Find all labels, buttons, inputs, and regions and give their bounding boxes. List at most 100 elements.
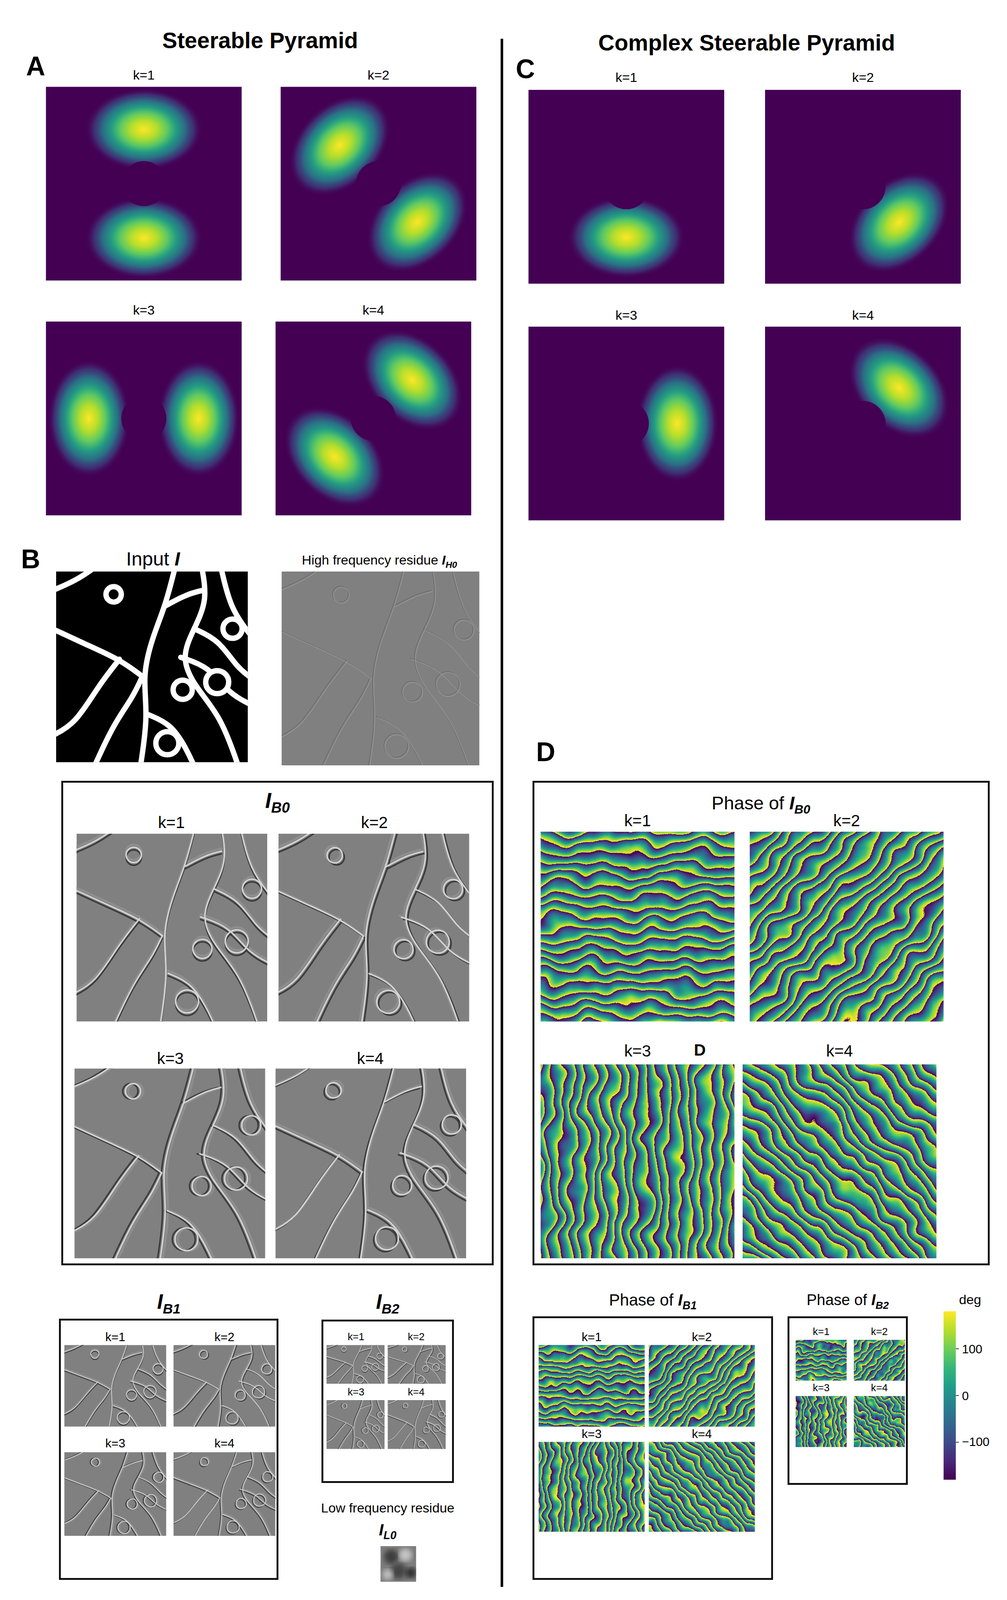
image-background [387, 1344, 446, 1384]
subscript: B0 [794, 802, 811, 817]
section-title: Steerable Pyramid [162, 28, 358, 54]
network-curve [108, 1451, 127, 1536]
network-loop [226, 1520, 240, 1533]
image-background [281, 571, 480, 766]
network-curve [386, 851, 423, 867]
network-curve [313, 934, 362, 1022]
lowpass-hole [603, 401, 649, 446]
network-loop [341, 1346, 347, 1351]
network-curve [76, 915, 140, 991]
network-curve [124, 1459, 144, 1467]
filter-lobe [346, 151, 477, 281]
colorbar-tick-label: −100 [962, 1434, 990, 1449]
network-curve [194, 1496, 220, 1536]
network-loop [372, 1424, 380, 1432]
phase-field [795, 1339, 847, 1380]
network-loop [117, 1412, 130, 1425]
image-background [64, 1451, 167, 1536]
network-curve [114, 1172, 162, 1258]
network-curve [315, 935, 364, 1022]
network-curve [64, 1381, 98, 1415]
network-loop [261, 1363, 272, 1374]
network-curve [278, 833, 318, 854]
orientation-label: k=3 [105, 1435, 126, 1450]
network-curve [114, 935, 163, 1022]
network-curve [185, 850, 222, 866]
network-curve [184, 1087, 221, 1102]
network-curve [138, 1476, 167, 1499]
phase-field [538, 1344, 645, 1426]
network-loop [242, 878, 262, 898]
network-curve [74, 1124, 162, 1173]
network-curve [159, 1067, 194, 1258]
network-curve [64, 1368, 110, 1389]
network-curve [387, 1356, 415, 1367]
subband-image [76, 833, 268, 1022]
network-curve [423, 628, 480, 680]
network-curve [76, 920, 140, 996]
network-curve [367, 1209, 414, 1258]
network-curve [317, 937, 366, 1022]
network-loop [437, 1352, 444, 1359]
panel-heading: Phase of IB2 [751, 1291, 944, 1308]
network-curve [420, 1348, 432, 1352]
subscript: B1 [162, 1299, 181, 1316]
orientation-label: k=4 [357, 1048, 384, 1067]
network-curve [281, 571, 322, 592]
stray-letter: D [693, 1040, 706, 1059]
network-curve [365, 1211, 412, 1258]
network-loop [116, 1520, 129, 1533]
network-loop [417, 1375, 425, 1383]
network-curve [337, 1426, 352, 1449]
network-curve [281, 629, 372, 679]
filter-lobe [341, 321, 472, 451]
network-curve [275, 1067, 315, 1087]
network-curve [185, 848, 222, 864]
orientation-label: k=1 [624, 811, 651, 830]
network-curve [376, 715, 424, 766]
panel-heading: Phase of IB0 [496, 792, 1007, 813]
lowpass-hole [121, 160, 167, 206]
network-curve [122, 1351, 142, 1359]
subscript: B0 [270, 799, 290, 816]
network-curve [187, 1087, 224, 1102]
network-curve [111, 1172, 160, 1258]
symbol: I [174, 547, 181, 570]
image-background [76, 833, 268, 1022]
filter-lobe [828, 151, 961, 284]
subband-panel: Phase of IB2 [787, 1315, 908, 1485]
network-curve [326, 1344, 339, 1348]
phase-image [540, 831, 735, 1022]
network-curve [339, 1426, 355, 1449]
subscript: B2 [875, 1298, 889, 1311]
panel-heading: IB2 [285, 1290, 490, 1314]
network-curve [338, 1426, 354, 1449]
lowpass-hole [356, 160, 402, 206]
network-curve [326, 1356, 353, 1367]
network-loop [326, 1082, 342, 1098]
network-loop [341, 1403, 346, 1409]
filter-image [528, 326, 725, 521]
network-curve [173, 1369, 220, 1391]
image-background [64, 1344, 167, 1426]
network-curve [112, 1514, 137, 1536]
phase-image [742, 1064, 937, 1258]
network-loop [125, 846, 142, 863]
subband-image [326, 1399, 385, 1449]
phase-image [795, 1339, 847, 1380]
lowpass-blob [399, 1547, 412, 1561]
network-loop [226, 1411, 239, 1424]
network-curve [173, 1368, 219, 1389]
network-curve [261, 1451, 276, 1480]
lowpass-hole [350, 395, 396, 441]
network-curve [415, 1373, 430, 1384]
network-curve [402, 1067, 456, 1258]
network-curve [64, 1379, 98, 1413]
network-curve [192, 1387, 219, 1427]
network-curve [337, 1365, 353, 1384]
network-loop [241, 1115, 262, 1135]
network-loop [117, 1411, 130, 1424]
network-curve [359, 1347, 371, 1351]
network-loop [423, 1426, 430, 1433]
image-title: High frequency residue IH0 [301, 552, 458, 568]
